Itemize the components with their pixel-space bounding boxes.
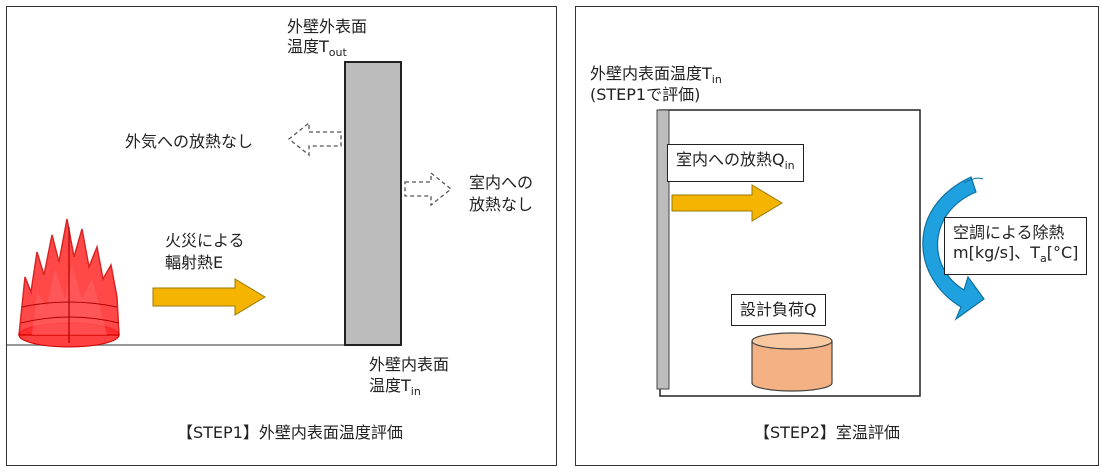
no-outdoor-heat-label: 外気への放熱なし	[125, 132, 254, 151]
step2-caption: 【STEP2】室温評価	[754, 423, 900, 442]
indoor-heat-arrow	[671, 184, 783, 222]
design-load-label: 設計負荷Q	[731, 294, 826, 326]
outer-surface-label: 外壁外表面	[287, 17, 368, 36]
step1-panel: 外壁外表面 温度Tout 外気への放熱なし 室内への 放熱なし 火災による 輻射…	[6, 6, 557, 466]
no-outdoor-heat-arrow	[287, 121, 342, 157]
outer-wall	[344, 61, 402, 346]
step1-graphics	[7, 61, 453, 348]
step2-panel: 外壁内表面温度Tin (STEP1で評価) 室内への放熱Qin 空調による除熱 …	[575, 6, 1099, 466]
indoor-heat-label: 室内への放熱Qin	[667, 144, 804, 182]
no-indoor-heat-arrow	[404, 171, 453, 207]
design-load-cylinder	[751, 332, 833, 392]
no-indoor-heat-label-1: 室内への	[469, 173, 534, 192]
radiant-heat-arrow	[152, 278, 266, 316]
fire-heat-label-1: 火災による	[165, 231, 245, 250]
ac-heat-removal-label: 空調による除熱 m[kg/s]、Ta[°C]	[944, 217, 1088, 275]
step1-caption: 【STEP1】外壁内表面温度評価	[177, 423, 403, 442]
wall-temp-note: (STEP1で評価)	[590, 85, 701, 104]
inner-temp-label: 温度Tin	[369, 376, 421, 398]
inner-wall	[656, 109, 670, 390]
no-indoor-heat-label-2: 放熱なし	[469, 195, 534, 214]
wall-temp-label: 外壁内表面温度Tin	[590, 64, 722, 86]
outer-temp-label: 温度Tout	[287, 37, 347, 59]
inner-surface-label: 外壁内表面	[369, 355, 450, 374]
step2-graphics	[656, 109, 985, 397]
ac-heat-removal-arrow	[922, 176, 985, 321]
fire-icon	[18, 218, 120, 348]
fire-heat-label-2: 輻射熱E	[165, 253, 224, 272]
